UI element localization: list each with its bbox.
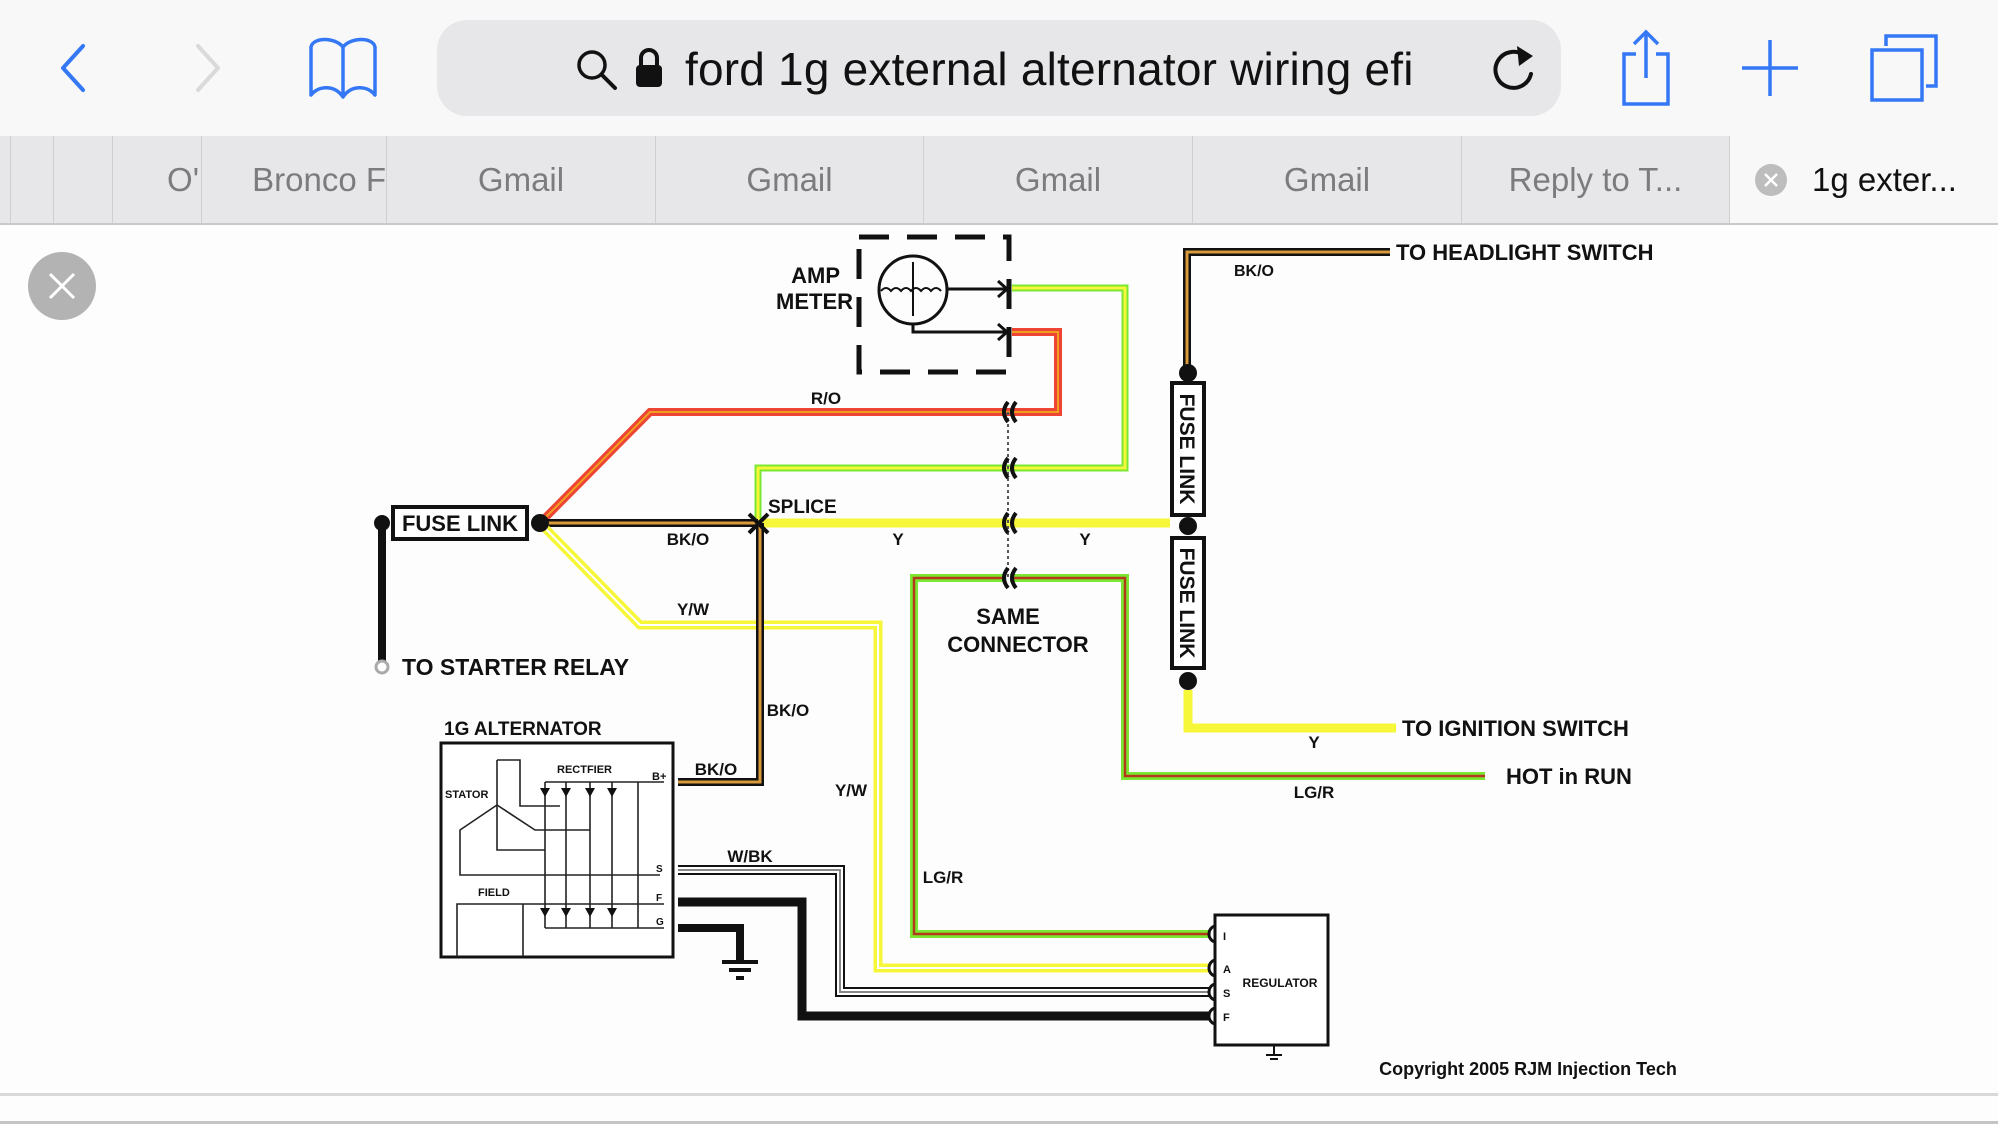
label-starter-relay: TO STARTER RELAY	[402, 654, 629, 680]
label-w-bk: W/BK	[727, 847, 773, 866]
copyright: Copyright 2005 RJM Injection Tech	[1379, 1059, 1677, 1079]
wire-bk-o-top	[1183, 248, 1390, 373]
reg-terminal-f: F	[1223, 1012, 1230, 1024]
url-bar[interactable]: ford 1g external alternator wiring efi	[437, 20, 1561, 116]
label-y-3: Y	[1308, 733, 1320, 752]
tab[interactable]: Gmail	[923, 136, 1192, 223]
same-connector-label-2: CONNECTOR	[947, 632, 1088, 657]
tabs-overview-button[interactable]	[1866, 30, 1942, 106]
regulator: I A S F REGULATOR	[1207, 913, 1330, 1060]
fuse-link-right-1-label: FUSE LINK	[1175, 394, 1198, 505]
share-icon	[1622, 29, 1670, 106]
alternator-label: 1G ALTERNATOR	[444, 719, 602, 740]
label-r-o: R/O	[811, 389, 841, 408]
label-ignition-switch: TO IGNITION SWITCH	[1402, 716, 1629, 741]
share-button[interactable]	[1608, 29, 1684, 106]
tab-label: Gmail	[1014, 160, 1102, 198]
tab[interactable]: Bronco F	[201, 136, 386, 223]
wire-y-ignition	[1183, 690, 1396, 733]
chevron-left-icon	[61, 44, 85, 92]
amp-meter-label-2: METER	[776, 289, 853, 314]
close-icon	[48, 272, 76, 300]
label-y-2: Y	[1079, 530, 1091, 549]
chevron-right-icon	[196, 44, 220, 92]
field-label: FIELD	[478, 887, 510, 899]
url-text[interactable]: ford 1g external alternator wiring efi	[685, 43, 1414, 95]
ground-icon	[722, 960, 758, 980]
label-bk-o-1: BK/O	[667, 530, 710, 549]
stator-label: STATOR	[445, 789, 488, 801]
alt-terminal-f: F	[656, 893, 662, 904]
splice-label: SPLICE	[768, 497, 837, 518]
tab-label: Gmail	[1283, 160, 1371, 198]
label-y-1: Y	[892, 530, 904, 549]
close-tab-icon[interactable]	[1754, 163, 1788, 197]
tab[interactable]: Gmail	[655, 136, 923, 223]
label-hot-in-run: HOT in RUN	[1506, 764, 1632, 789]
magnifier-icon	[577, 50, 617, 90]
label-bk-o-2: BK/O	[767, 701, 810, 720]
tab-label: Gmail	[746, 160, 833, 198]
fuse-link-left	[391, 505, 529, 541]
tab[interactable]	[10, 136, 53, 223]
reload-icon[interactable]	[1487, 42, 1539, 98]
tab[interactable]: Gmail	[1192, 136, 1461, 223]
amp-meter: AMP METER	[776, 234, 1012, 375]
label-headlight-switch: TO HEADLIGHT SWITCH	[1396, 240, 1653, 265]
reg-terminal-i: I	[1223, 931, 1226, 943]
tab[interactable]: Gmail	[386, 136, 655, 223]
splice-mark	[747, 512, 770, 535]
book-icon	[309, 37, 377, 99]
divider	[0, 1121, 1998, 1124]
label-y-w-2: Y/W	[835, 781, 868, 800]
close-viewer-button[interactable]	[28, 252, 96, 320]
tabs-icon	[1870, 34, 1938, 102]
tab-label: Gmail	[477, 160, 565, 198]
back-button[interactable]	[37, 30, 113, 106]
reg-terminal-a: A	[1223, 964, 1231, 976]
wire-bk-o-2	[678, 523, 764, 786]
forward-button[interactable]	[168, 30, 244, 106]
wire-black-field	[678, 897, 1210, 1021]
alt-terminal-g: G	[656, 917, 664, 928]
rectifier-label: RECTFIER	[557, 764, 612, 776]
tab[interactable]: O'	[112, 136, 201, 223]
tab-label: Reply to T...	[1508, 160, 1683, 198]
reg-terminal-s: S	[1223, 988, 1230, 1000]
label-bk-o-top: BK/O	[1234, 263, 1274, 280]
divider	[0, 1093, 1998, 1096]
plus-icon	[1742, 40, 1798, 96]
new-tab-button[interactable]	[1732, 30, 1808, 106]
fuse-link-left-label: FUSE LINK	[402, 511, 518, 536]
tab-bar: O' Bronco F Gmail Gmail Gmail Gmail Repl…	[0, 136, 1998, 225]
fuse-link-right-2	[1170, 536, 1206, 670]
tab-label: O'	[167, 160, 199, 198]
alternator: 1G ALTERNATOR RECTFIER STATOR FIELD B+ S…	[439, 719, 675, 959]
same-connector	[1002, 400, 1018, 590]
label-lg-r-1: LG/R	[1294, 783, 1335, 802]
label-lg-r-2: LG/R	[923, 868, 964, 887]
label-y-w-1: Y/W	[677, 600, 710, 619]
same-connector-label-1: SAME	[976, 604, 1040, 629]
lock-icon	[636, 48, 662, 87]
label-bk-o-3: BK/O	[695, 760, 738, 779]
tab[interactable]: Reply to T...	[1461, 136, 1729, 223]
fuse-link-right-2-label: FUSE LINK	[1175, 548, 1198, 659]
tab-active[interactable]: 1g exter...	[1729, 136, 1998, 223]
browser-toolbar: ford 1g external alternator wiring efi	[0, 0, 1998, 136]
alt-terminal-b: B+	[652, 771, 666, 783]
fuse-link-right-1	[1170, 381, 1206, 517]
regulator-label: REGULATOR	[1243, 976, 1318, 990]
tab[interactable]	[53, 136, 112, 223]
wire-r-o	[537, 328, 1062, 526]
wire-ground	[678, 924, 744, 960]
amp-meter-label-1: AMP	[791, 263, 840, 288]
wire-lg-r-1	[1010, 574, 1485, 780]
alt-terminal-s: S	[656, 864, 663, 875]
tab-label: Bronco F	[252, 160, 386, 198]
starter-terminal	[374, 659, 390, 675]
bookmarks-button[interactable]	[305, 30, 381, 106]
tab-label: 1g exter...	[1812, 160, 1957, 198]
